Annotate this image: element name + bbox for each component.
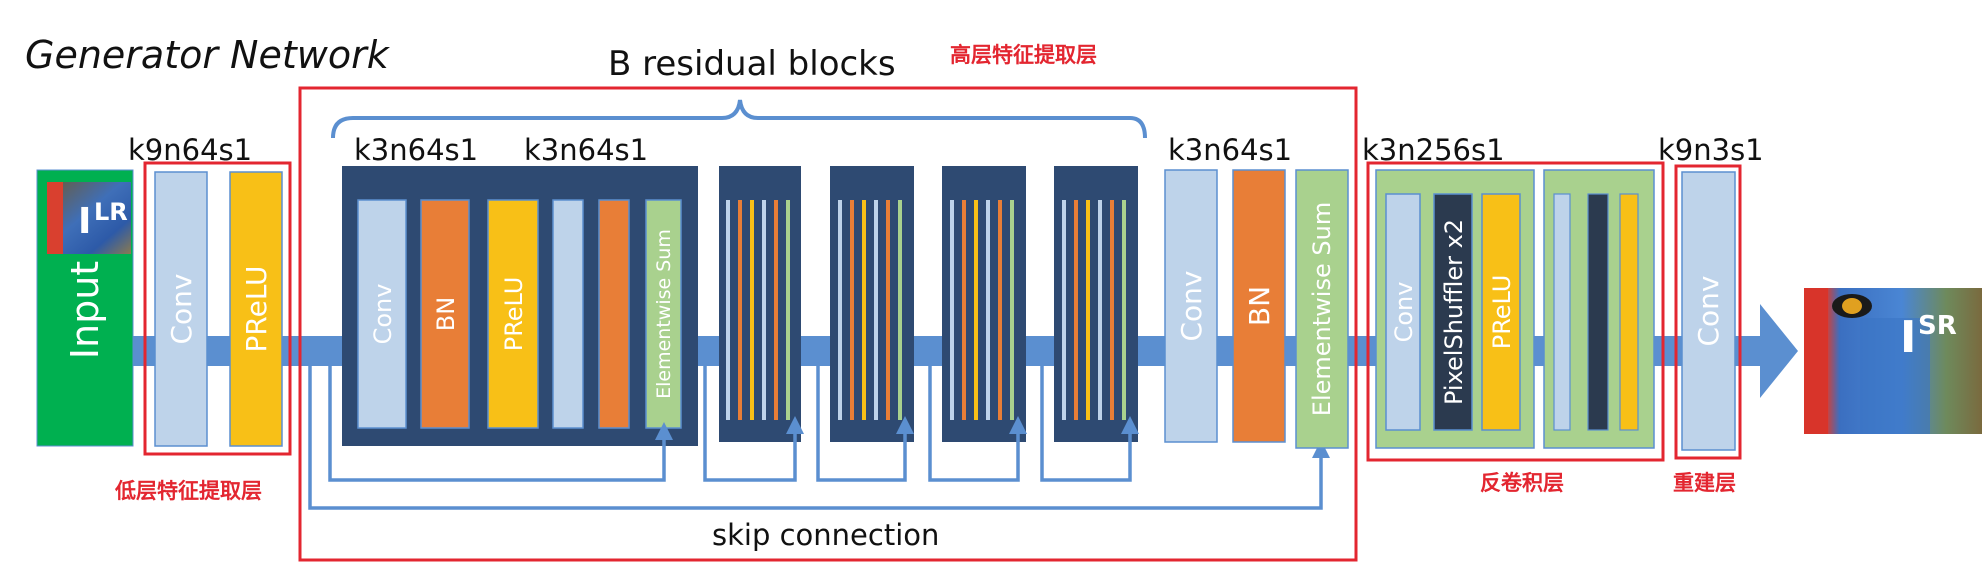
label-deconv: 反卷积层 xyxy=(1480,471,1564,495)
post-code: k3n64s1 xyxy=(1168,133,1292,167)
res-block-2 xyxy=(719,166,801,442)
stage1-conv xyxy=(154,171,208,447)
output-tag-sup: SR xyxy=(1918,311,1957,341)
post-sum xyxy=(1295,169,1349,449)
deconv-pixelshuffler-label: PixelShuffler x2 xyxy=(1440,219,1468,405)
input-label: Input xyxy=(63,261,107,359)
stage1-conv-label: Conv xyxy=(165,274,198,345)
deconv-pixelshuffler xyxy=(1433,193,1473,431)
res1-bn xyxy=(420,199,470,429)
residual-skip-arrows xyxy=(308,366,1323,510)
input-tag: I xyxy=(78,201,91,242)
stage1-red-box xyxy=(143,161,292,456)
deconv-conv xyxy=(1385,193,1421,431)
res1-bn2 xyxy=(598,199,630,429)
skip-arrowheads xyxy=(655,416,1330,458)
res1-conv2 xyxy=(552,199,584,429)
res1-bn-label: BN xyxy=(432,297,460,331)
post-bn-label: BN xyxy=(1243,286,1276,326)
input-tag-sup: LR xyxy=(94,198,128,226)
main-flow-arrowhead xyxy=(1760,304,1798,398)
deconv-red-box xyxy=(1366,161,1665,462)
label-high-level: 高层特征提取层 xyxy=(950,43,1097,67)
deconv-conv-label: Conv xyxy=(1390,282,1418,343)
res-code1: k3n64s1 xyxy=(354,133,478,167)
residual-blocks-header: B residual blocks xyxy=(608,44,896,84)
skip-connection-label: skip connection xyxy=(712,518,939,552)
res1-sum-label: Elementwise Sum xyxy=(653,229,675,399)
output-tag: I xyxy=(1900,312,1916,363)
post-conv xyxy=(1164,169,1218,443)
post-conv-label: Conv xyxy=(1175,271,1208,342)
post-sum-label: Elementwise Sum xyxy=(1308,202,1336,416)
deconv-prelu xyxy=(1481,193,1521,431)
label-low-level: 低层特征提取层 xyxy=(114,479,262,503)
residual-brace xyxy=(331,99,1147,139)
high-level-red-box xyxy=(298,86,1358,562)
label-recon: 重建层 xyxy=(1673,471,1736,495)
res1-prelu-label: PReLU xyxy=(500,277,528,352)
diagram-title: Generator Network xyxy=(25,33,391,77)
stage1-prelu xyxy=(229,171,283,447)
res-block-3 xyxy=(830,166,914,442)
res1-prelu xyxy=(487,199,539,429)
res-code2: k3n64s1 xyxy=(524,133,648,167)
recon-conv-label: Conv xyxy=(1692,276,1725,347)
recon-conv xyxy=(1681,171,1736,451)
recon-code: k9n3s1 xyxy=(1658,133,1764,167)
res-block-5 xyxy=(1054,166,1138,442)
res-block-4 xyxy=(942,166,1026,442)
recon-red-box xyxy=(1674,164,1742,460)
res1-conv xyxy=(357,199,407,429)
deconv-code: k3n256s1 xyxy=(1362,133,1505,167)
res1-conv-label: Conv xyxy=(369,284,397,345)
stage1-prelu-label: PReLU xyxy=(240,265,273,352)
stage1-code: k9n64s1 xyxy=(128,133,252,167)
post-bn xyxy=(1232,169,1286,443)
deconv-prelu-label: PReLU xyxy=(1488,275,1516,350)
